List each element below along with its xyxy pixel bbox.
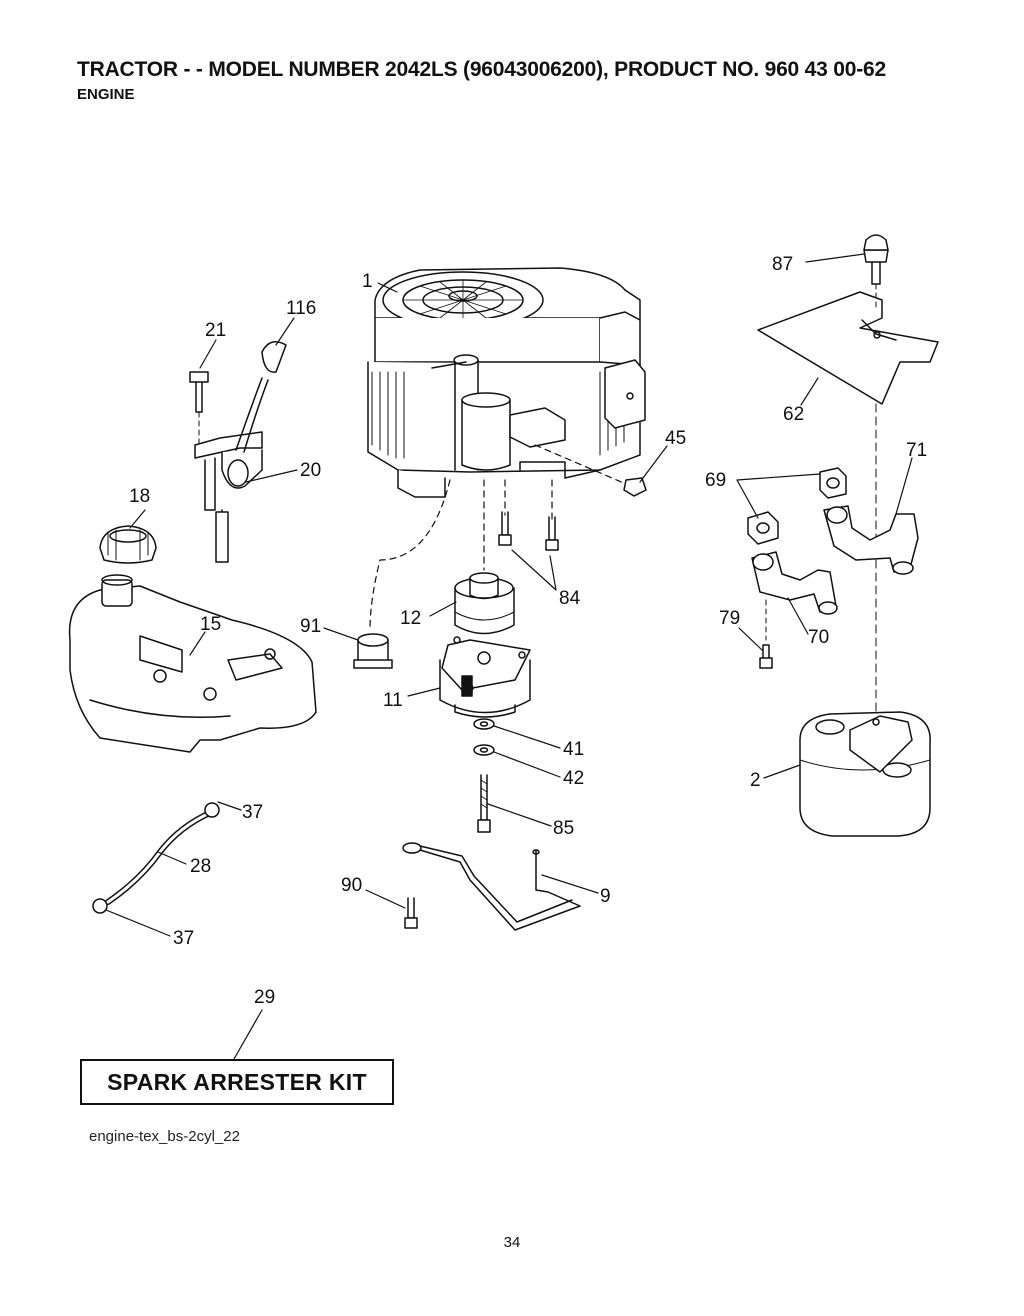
pto-clutch	[439, 636, 531, 718]
callout-85: 85	[553, 818, 574, 839]
callout-70: 70	[808, 627, 829, 648]
callout-90: 90	[341, 875, 362, 896]
callout-9: 9	[600, 886, 611, 907]
exhaust-bracket	[402, 842, 581, 931]
exhaust-pipe-70	[751, 551, 838, 615]
fuel-cap	[99, 525, 157, 564]
callout-28: 28	[190, 856, 211, 877]
callout-15: 15	[200, 614, 221, 635]
callout-12: 12	[400, 608, 421, 629]
callout-116: 116	[286, 298, 316, 319]
callout-71: 71	[906, 440, 927, 461]
callout-41: 41	[563, 739, 584, 760]
leader-lines	[105, 253, 913, 1060]
callout-18: 18	[129, 486, 150, 507]
nut-45	[623, 477, 647, 497]
washer-42	[473, 744, 495, 756]
page-title: TRACTOR - - MODEL NUMBER 2042LS (9604300…	[77, 58, 886, 81]
callout-62: 62	[783, 404, 804, 425]
exhaust-pipe-71	[823, 505, 919, 575]
grommet	[353, 633, 393, 669]
spark-arrester-kit-box: SPARK ARRESTER KIT	[80, 1059, 394, 1105]
callout-91: 91	[300, 616, 321, 637]
spark-arrester-kit-label: SPARK ARRESTER KIT	[107, 1069, 367, 1095]
callout-20: 20	[300, 460, 321, 481]
engine-block	[367, 267, 646, 631]
bolt-79	[759, 644, 773, 669]
fuel-line	[92, 802, 220, 914]
callout-labels: 1 116 21 20 18 15 91 12 11 84 45 41 42 8…	[129, 254, 927, 1008]
heat-shield	[757, 234, 939, 713]
fuel-tank	[68, 574, 317, 753]
washer-41	[473, 718, 495, 730]
callout-69: 69	[705, 470, 726, 491]
diagram-file-name: engine-tex_bs-2cyl_22	[89, 1128, 240, 1145]
engine-mount-bolts	[498, 511, 559, 551]
callout-29: 29	[254, 987, 275, 1008]
callout-37-top: 37	[242, 802, 263, 823]
callout-2: 2	[750, 770, 761, 791]
callout-37-bottom: 37	[173, 928, 194, 949]
callout-21: 21	[205, 320, 226, 341]
callout-1: 1	[362, 271, 373, 292]
page-number: 34	[503, 1234, 521, 1251]
muffler	[799, 711, 931, 837]
callout-87: 87	[772, 254, 793, 275]
gasket-69a	[819, 467, 847, 499]
gasket-69b	[747, 511, 779, 545]
page-subtitle: ENGINE	[77, 86, 135, 103]
callout-11: 11	[383, 690, 403, 711]
callout-42: 42	[563, 768, 584, 789]
callout-84: 84	[559, 588, 581, 609]
callout-79: 79	[719, 608, 740, 629]
pto-bolt	[477, 774, 491, 833]
throttle-control-bracket	[189, 341, 287, 563]
engine-pulley	[454, 572, 515, 635]
callout-45: 45	[665, 428, 686, 449]
